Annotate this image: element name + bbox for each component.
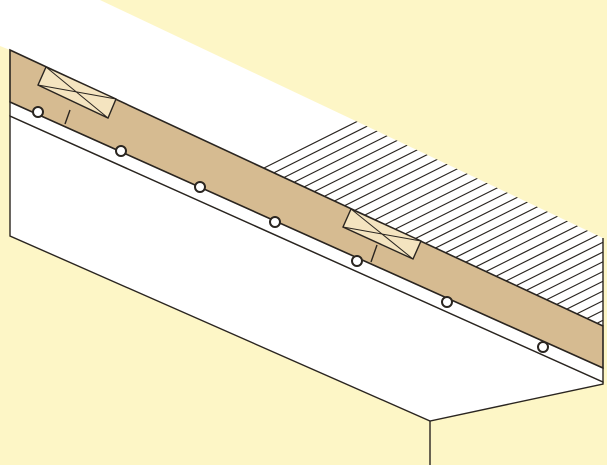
hatch-line bbox=[0, 0, 603, 326]
cable-clip bbox=[32, 106, 44, 118]
cable-clips bbox=[32, 106, 549, 353]
cable-clip bbox=[441, 296, 453, 308]
hatch-line bbox=[0, 0, 603, 326]
cable-clip bbox=[537, 341, 549, 353]
hatch-line bbox=[33, 0, 603, 326]
hatch-line bbox=[53, 0, 603, 326]
cable-clip bbox=[351, 255, 363, 267]
hatch-line bbox=[72, 0, 603, 326]
hatch-line bbox=[0, 0, 603, 326]
insulation-block bbox=[37, 66, 117, 125]
hatch-line bbox=[14, 0, 603, 326]
hatch-line bbox=[92, 0, 603, 326]
cable-clip bbox=[194, 181, 206, 193]
hatch-line bbox=[0, 0, 603, 326]
roof-deck bbox=[0, 0, 603, 326]
hatch-line bbox=[111, 0, 603, 326]
cable-clip bbox=[269, 216, 281, 228]
cable-clip bbox=[115, 145, 127, 157]
insulation-block bbox=[342, 208, 422, 263]
